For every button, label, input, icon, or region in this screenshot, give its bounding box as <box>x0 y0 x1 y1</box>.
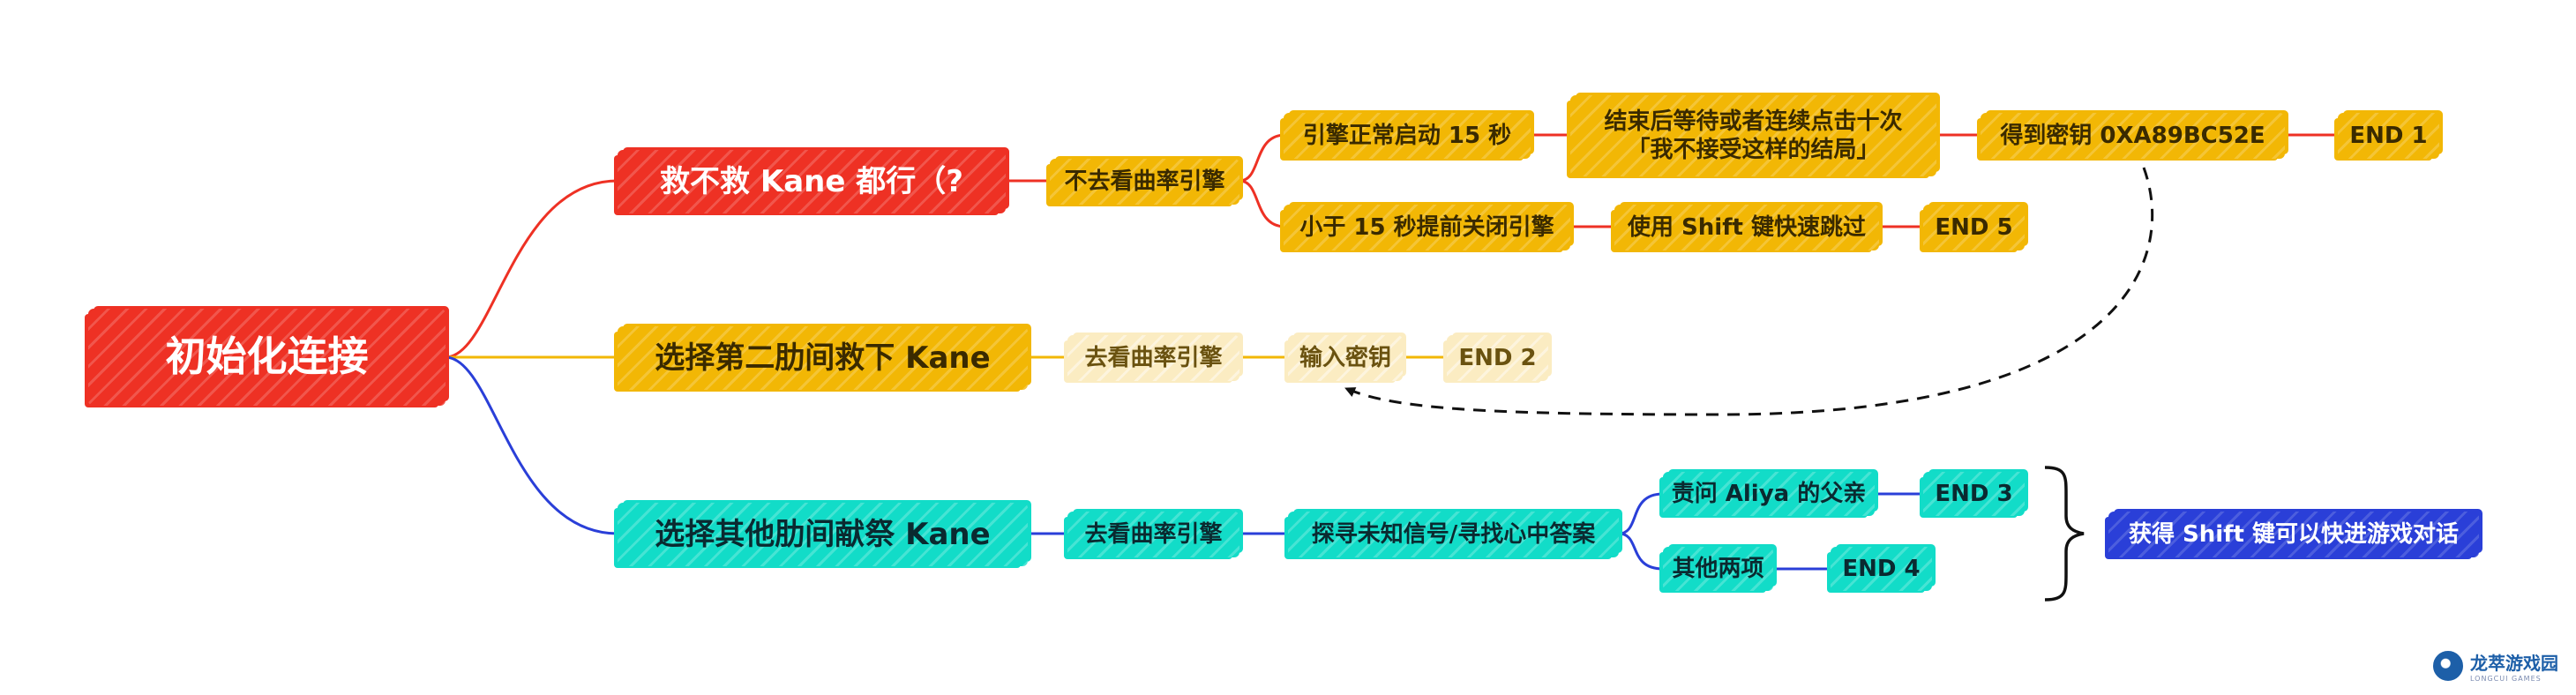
branch-label: 选择其他肋间献祭 Kane <box>655 516 991 552</box>
node-label: 使用 Shift 键快速跳过 <box>1628 213 1866 241</box>
node-label: 探寻未知信号/寻找心中答案 <box>1311 520 1596 548</box>
node-label: END 4 <box>1842 555 1921 582</box>
nolook-fork-line <box>1239 133 1284 183</box>
node-no-look-engine: 不去看曲率引擎 <box>1050 159 1239 205</box>
node-label: END 2 <box>1458 344 1537 371</box>
node-label: 小于 15 秒提前关闭引擎 <box>1299 213 1554 241</box>
dragon-logo-icon <box>2433 651 2463 681</box>
node-label: END 1 <box>2349 122 2428 149</box>
node-wait-or-click: 结束后等待或者连续点击十次 「我不接受这样的结局」 <box>1570 95 1936 176</box>
node-get-key: 得到密钥 0XA89BC52E <box>1981 113 2285 159</box>
node-ask-father: 责问 Aliya 的父亲 <box>1663 472 1875 516</box>
node-explore: 探寻未知信号/寻找心中答案 <box>1288 512 1619 557</box>
node-end-5: END 5 <box>1923 205 2025 250</box>
node-end-2: END 2 <box>1447 335 1548 381</box>
node-label: 去看曲率引擎 <box>1084 520 1223 548</box>
node-label: 不去看曲率引擎 <box>1064 168 1225 195</box>
node-other-two: 其他两项 <box>1663 547 1773 591</box>
node-end-3: END 3 <box>1923 472 2025 516</box>
branch-label: 选择第二肋间救下 Kane <box>655 340 991 376</box>
root-label: 初始化连接 <box>165 333 369 381</box>
node-engine-normal: 引擎正常启动 15 秒 <box>1284 113 1531 159</box>
node-label: 输入密钥 <box>1299 344 1391 371</box>
node-label: 其他两项 <box>1672 555 1764 582</box>
explore-fork-line-2 <box>1618 532 1664 571</box>
explore-fork-line <box>1618 492 1664 535</box>
branch-node-sacrifice-kane: 选择其他肋间献祭 Kane <box>618 503 1028 566</box>
node-look-engine-2: 去看曲率引擎 <box>1067 335 1239 381</box>
key-to-input-dashed-arrow <box>1344 167 2154 416</box>
root-to-branch1-line <box>445 179 618 359</box>
node-label: 去看曲率引擎 <box>1084 344 1223 371</box>
branch-label: 救不救 Kane 都行（? <box>660 163 963 199</box>
node-use-shift: 使用 Shift 键快速跳过 <box>1614 205 1879 250</box>
curly-brace <box>2044 466 2085 602</box>
node-label: END 5 <box>1935 213 2013 241</box>
watermark-title: 龙萃游戏园 <box>2470 653 2558 674</box>
node-label: 责问 Aliya 的父亲 <box>1671 480 1867 507</box>
node-label: 引擎正常启动 15 秒 <box>1302 122 1512 149</box>
branch-node-save-either: 救不救 Kane 都行（? <box>618 150 1006 213</box>
node-label: 获得 Shift 键可以快进游戏对话 <box>2129 520 2459 548</box>
node-reward: 获得 Shift 键可以快进游戏对话 <box>2108 512 2479 557</box>
node-label-line1: 结束后等待或者连续点击十次 <box>1604 108 1903 135</box>
branch-node-save-kane: 选择第二肋间救下 Kane <box>618 326 1028 390</box>
node-label: 得到密钥 0XA89BC52E <box>2000 122 2265 149</box>
watermark-subtitle: LONGCUI GAMES <box>2470 675 2542 683</box>
node-label-line2: 「我不接受这样的结局」 <box>1627 137 1880 163</box>
node-label: END 3 <box>1935 480 2013 507</box>
watermark: 龙萃游戏园 LONGCUI GAMES <box>2433 649 2558 683</box>
node-input-key: 输入密钥 <box>1288 335 1403 381</box>
root-node: 初始化连接 <box>88 309 446 406</box>
node-end-4: END 4 <box>1831 547 1932 591</box>
node-end-1: END 1 <box>2338 113 2439 159</box>
node-early-close: 小于 15 秒提前关闭引擎 <box>1284 205 1570 250</box>
node-look-engine-3: 去看曲率引擎 <box>1067 512 1239 557</box>
root-to-branch3-line <box>445 355 618 535</box>
nolook-fork-line-2 <box>1239 179 1284 228</box>
